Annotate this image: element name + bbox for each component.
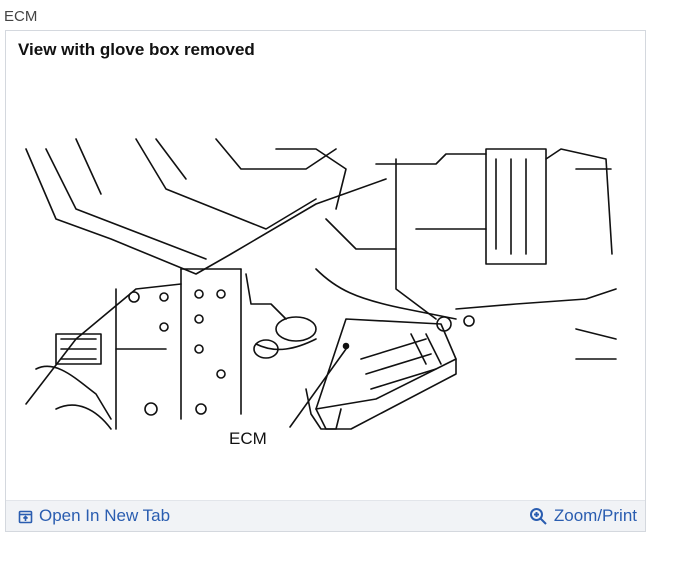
line-drawing: ECM [25,138,617,448]
diagram-card: View with glove box removed [5,30,646,532]
open-in-new-tab-link[interactable]: Open In New Tab [18,506,170,526]
page-label: ECM [4,8,38,25]
open-new-tab-icon [18,509,33,524]
open-in-new-tab-label: Open In New Tab [39,506,171,525]
ecm-location-diagram: ECM [16,109,622,455]
card-title: View with glove box removed [18,40,255,59]
card-footer: Open In New Tab Zoom/Print [6,500,645,531]
zoom-print-label: Zoom/Print [553,506,637,525]
magnifier-plus-icon [529,507,548,526]
ecm-callout-label: ECM [229,429,267,448]
zoom-print-link[interactable]: Zoom/Print [529,506,637,526]
